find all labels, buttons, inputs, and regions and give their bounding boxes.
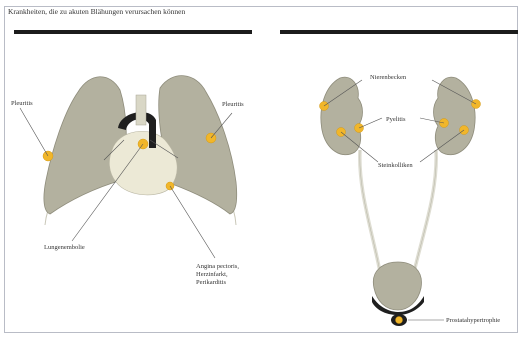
urinary-diagram: Nierenbecken Pyelitis Steinkolliken Pros… (320, 74, 501, 326)
trachea (136, 95, 146, 125)
label-pleuritis-right: Pleuritis (222, 101, 244, 108)
label-angina-2: Herzinfarkt, (196, 271, 228, 278)
right-ureter (414, 150, 436, 272)
left-ureter (360, 150, 380, 272)
label-lungenembolie: Lungenembolie (44, 244, 85, 251)
marker-prostata (396, 317, 403, 324)
label-pleuritis-left: Pleuritis (11, 100, 33, 107)
label-nierenbecken: Nierenbecken (370, 74, 407, 81)
leader-pleuritis-left (20, 108, 48, 156)
bladder (373, 262, 421, 310)
label-steinkolliken: Steinkolliken (378, 162, 413, 169)
thorax-diagram: Pleuritis Pleuritis Lungenembolie Angina… (11, 76, 244, 286)
label-pyelitis: Pyelitis (386, 116, 406, 123)
left-kidney (321, 77, 363, 155)
right-kidney (434, 77, 476, 155)
label-angina-3: Perikarditis (196, 279, 226, 286)
right-lung (159, 76, 237, 214)
marker-pyelitis-left (355, 124, 364, 133)
label-angina-1: Angina pectoris, (196, 263, 239, 270)
label-prostata: Prostatahypertrophie (446, 317, 500, 324)
